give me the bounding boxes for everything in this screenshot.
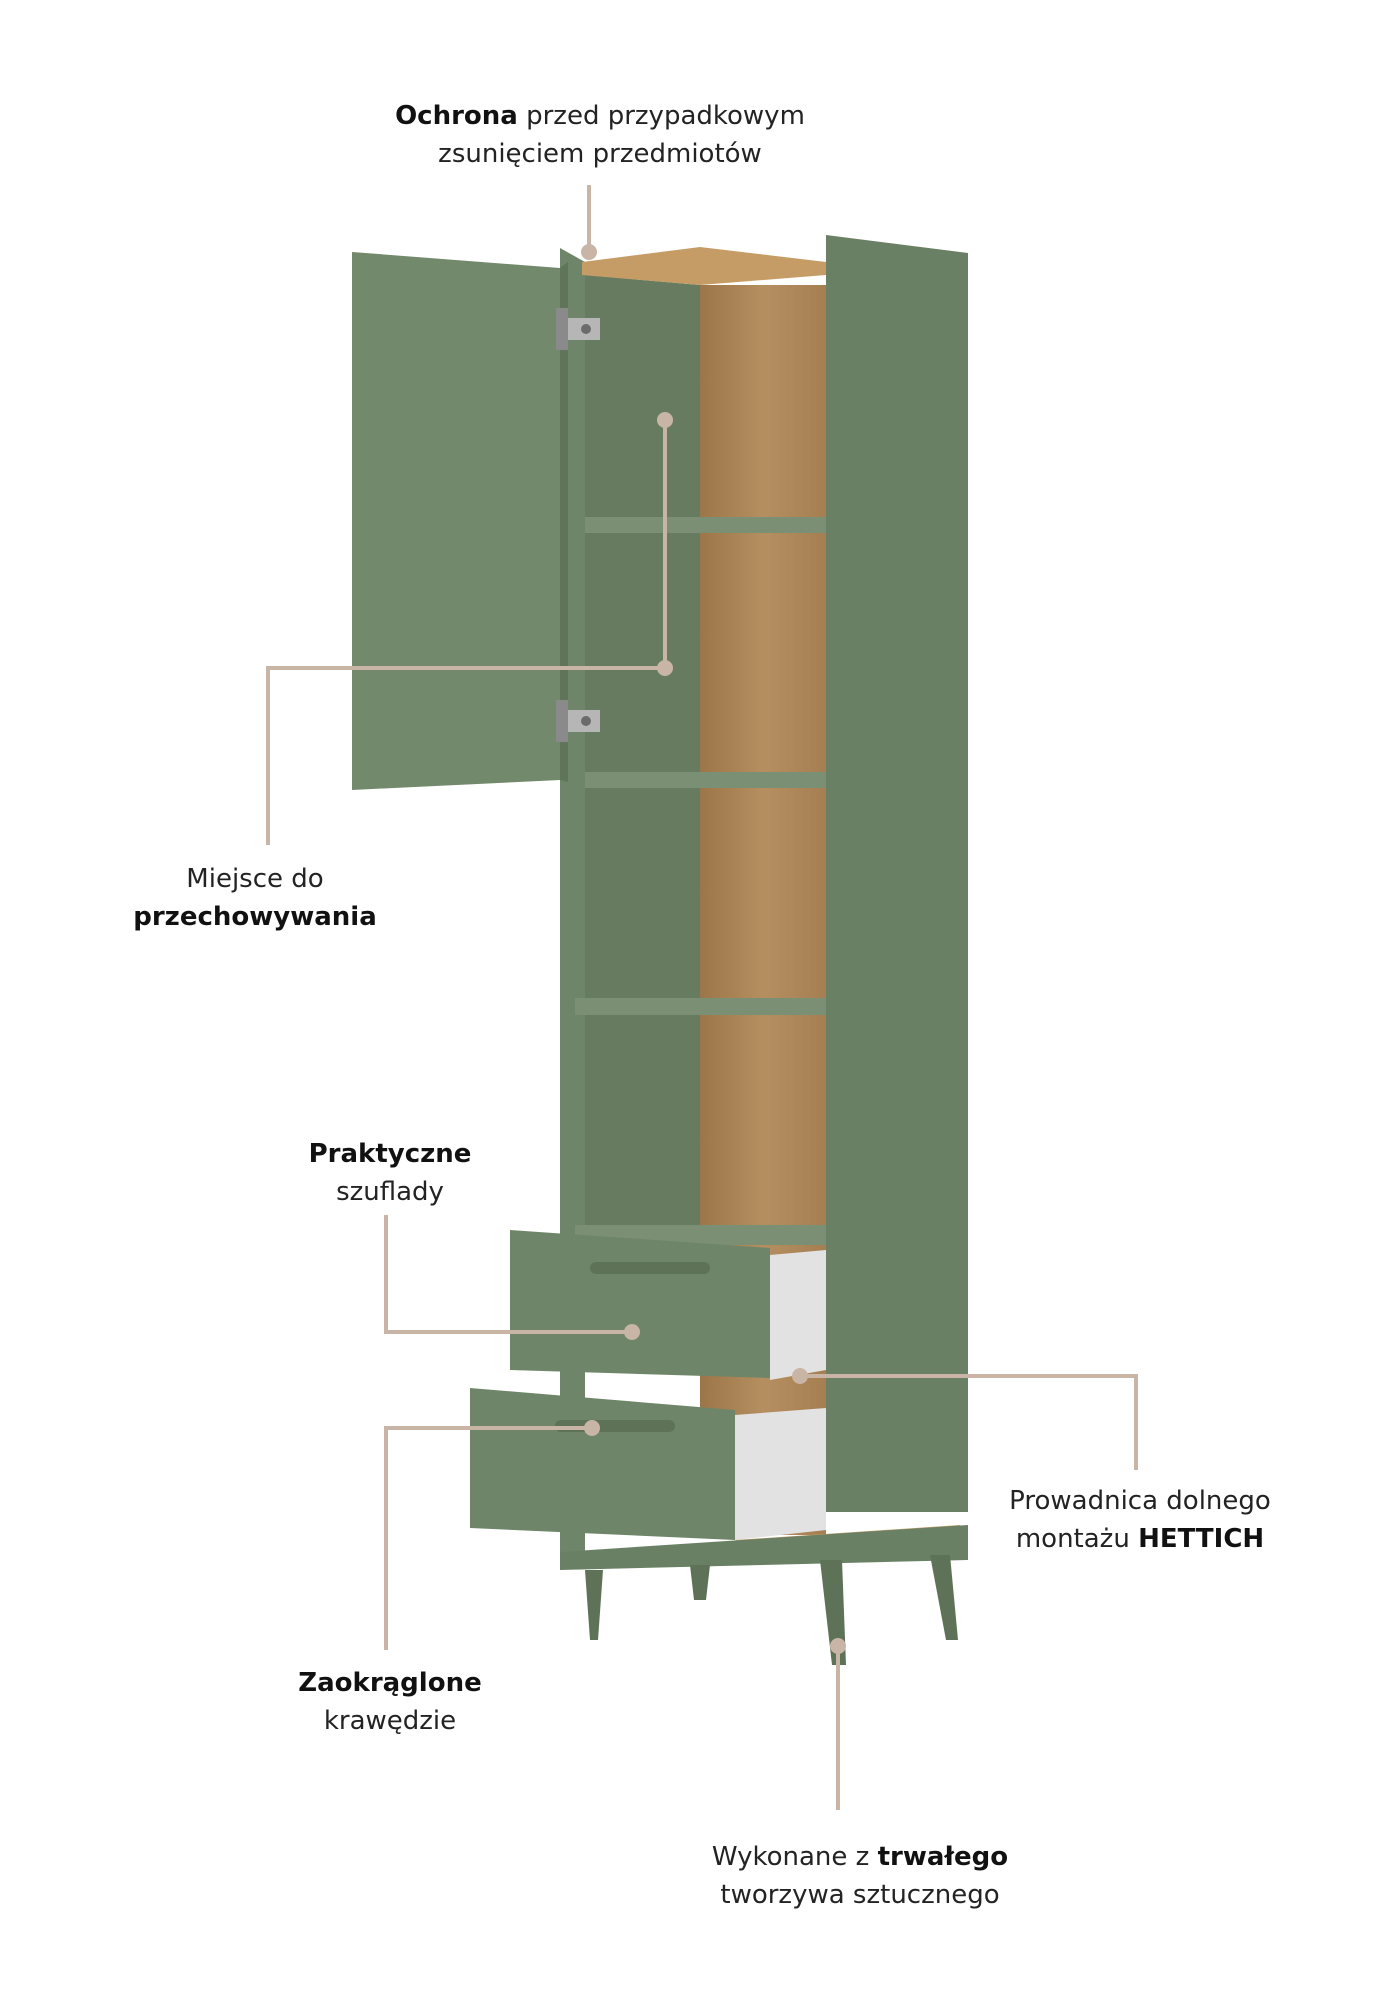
callout-material-pre: Wykonane z	[711, 1842, 878, 1872]
callout-material: Wykonane z trwałego tworzywa sztucznego	[660, 1838, 1060, 1914]
plinth	[560, 1525, 968, 1570]
leader-dot	[657, 412, 673, 428]
callout-material-bold: trwałego	[877, 1842, 1009, 1872]
leader-line-edges	[384, 1426, 590, 1650]
door-edge	[560, 262, 568, 782]
open-door	[352, 252, 560, 790]
callout-storage: Miejsce do przechowywania	[110, 860, 400, 936]
callout-storage-bold: przechowywania	[133, 902, 377, 932]
leader-dot	[830, 1638, 846, 1654]
callout-protection: Ochrona przed przypadkowym zsunięciem pr…	[330, 97, 870, 173]
callout-edges-bold: Zaokrąglone	[298, 1668, 482, 1698]
leader-line-drawers	[384, 1215, 630, 1334]
cabinet-inner-wall	[585, 275, 700, 1230]
callout-runner-bold: HETTICH	[1138, 1524, 1265, 1554]
leader-dot	[657, 660, 673, 676]
leader-line-storage	[266, 420, 667, 845]
callout-edges: Zaokrąglone krawędzie	[260, 1664, 520, 1740]
callout-protection-rest: przed przypadkowym	[517, 101, 805, 131]
cabinet-side-panel	[826, 235, 968, 1512]
callout-runner: Prowadnica dolnego montażu HETTICH	[970, 1482, 1310, 1558]
callout-storage-line1: Miejsce do	[186, 864, 324, 894]
shelf-3	[575, 998, 826, 1015]
callout-edges-line2: krawędzie	[323, 1706, 457, 1736]
callout-runner-line1: Prowadnica dolnego	[1009, 1486, 1271, 1516]
leg	[930, 1555, 958, 1640]
leg	[585, 1570, 603, 1640]
drawer-lower-inside	[735, 1408, 826, 1540]
drawer-upper-handle	[590, 1262, 710, 1274]
callout-protection-bold: Ochrona	[395, 101, 518, 131]
leader-line-runner	[802, 1374, 1138, 1470]
drawer-upper-inside	[770, 1250, 826, 1380]
leader-dot	[581, 244, 597, 260]
callout-drawers-bold: Praktyczne	[308, 1139, 472, 1169]
drawer-lower-front	[470, 1388, 735, 1540]
shelf-2	[585, 772, 826, 788]
callout-material-line2: tworzywa sztucznego	[720, 1880, 1000, 1910]
callout-drawers: Praktyczne szuflady	[270, 1135, 510, 1211]
callout-runner-pre: montażu	[1015, 1524, 1139, 1554]
leader-dot	[624, 1324, 640, 1340]
hinge-icon	[556, 700, 600, 742]
shelf-1	[585, 517, 826, 533]
callout-protection-line2: zsunięciem przedmiotów	[438, 139, 762, 169]
cabinet-top-wood	[582, 247, 826, 285]
leader-dot	[584, 1420, 600, 1436]
callout-drawers-line2: szuflady	[336, 1177, 444, 1207]
leader-dot	[792, 1368, 808, 1384]
drawer-upper-front	[510, 1230, 770, 1378]
leg	[690, 1565, 710, 1600]
hinge-icon	[556, 308, 600, 350]
